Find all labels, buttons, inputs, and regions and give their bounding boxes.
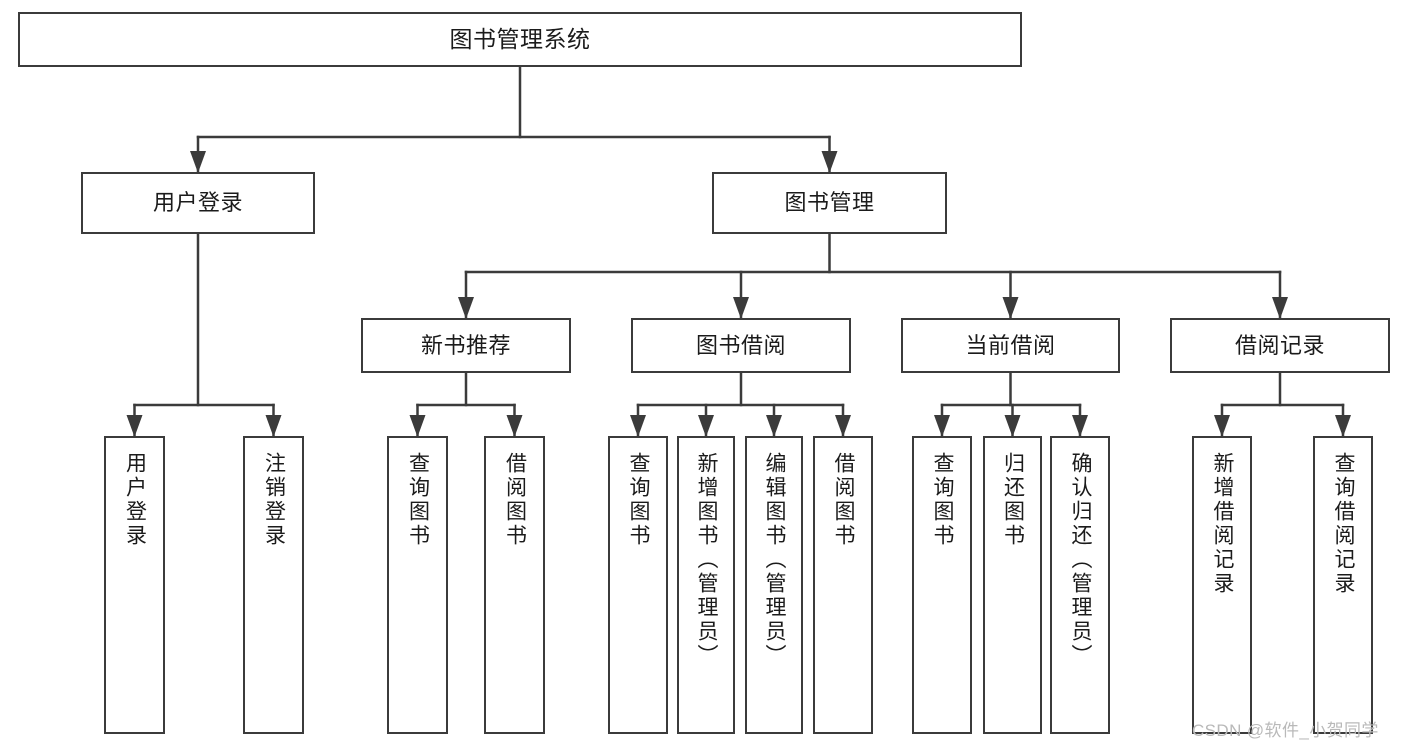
node-label: 借阅图书 (503, 452, 527, 548)
node-root[interactable]: 图书管理系统 (18, 12, 1022, 67)
arrowhead-icon (265, 415, 282, 437)
node-leaf-borrow-book-rec[interactable]: 借阅图书 (484, 436, 545, 734)
node-label: 用户登录 (123, 452, 147, 548)
node-leaf-user-login[interactable]: 用户登录 (104, 436, 165, 734)
arrowhead-icon (506, 415, 523, 437)
node-label: 新增借阅记录 (1211, 452, 1235, 596)
node-label: 新增图书（管理员） (695, 452, 719, 668)
arrowhead-icon (934, 415, 950, 437)
node-label: 查询图书 (627, 452, 651, 548)
arrowhead-icon (1004, 415, 1021, 437)
node-label: 当前借阅 (965, 332, 1056, 358)
node-label: 图书管理系统 (449, 25, 591, 52)
arrowhead-icon (1072, 415, 1088, 437)
node-label: 借阅图书 (832, 452, 856, 548)
arrowhead-icon (1335, 415, 1351, 437)
node-label: 确认归还（管理员） (1069, 452, 1093, 668)
node-leaf-borrow-book[interactable]: 借阅图书 (813, 436, 873, 734)
node-leaf-query-book-cur[interactable]: 查询图书 (912, 436, 972, 734)
node-leaf-query-book-borrow[interactable]: 查询图书 (608, 436, 668, 734)
node-current-borrow[interactable]: 当前借阅 (901, 318, 1120, 373)
node-book-borrow[interactable]: 图书借阅 (631, 318, 851, 373)
node-leaf-confirm-return[interactable]: 确认归还（管理员） (1050, 436, 1110, 734)
node-leaf-edit-book[interactable]: 编辑图书（管理员） (745, 436, 803, 734)
watermark-text: CSDN @软件_小贺同学 (1192, 721, 1379, 740)
arrowhead-icon (630, 415, 646, 437)
node-label: 归还图书 (1001, 452, 1025, 548)
arrowhead-icon (1272, 297, 1288, 319)
arrowhead-icon (458, 297, 474, 319)
arrowhead-icon (409, 415, 426, 437)
arrowhead-icon (766, 415, 782, 437)
node-book-manage[interactable]: 图书管理 (712, 172, 947, 234)
arrowhead-icon (698, 415, 714, 437)
node-leaf-user-logout[interactable]: 注销登录 (243, 436, 304, 734)
node-label: 图书管理 (784, 190, 875, 216)
node-leaf-add-record[interactable]: 新增借阅记录 (1192, 436, 1252, 734)
node-user-login[interactable]: 用户登录 (81, 172, 315, 234)
arrowhead-icon (1002, 297, 1019, 319)
arrowhead-icon (835, 415, 851, 437)
node-borrow-record[interactable]: 借阅记录 (1170, 318, 1390, 373)
arrowhead-icon (733, 297, 749, 319)
arrowhead-icon (1214, 415, 1230, 437)
arrowhead-icon (190, 151, 206, 173)
node-leaf-query-book-rec[interactable]: 查询图书 (387, 436, 448, 734)
node-label: 查询图书 (931, 452, 955, 548)
arrowhead-icon (126, 415, 143, 437)
node-leaf-return-book[interactable]: 归还图书 (983, 436, 1042, 734)
node-leaf-add-book[interactable]: 新增图书（管理员） (677, 436, 735, 734)
node-label: 借阅记录 (1234, 332, 1325, 358)
node-label: 用户登录 (152, 190, 243, 216)
node-label: 查询图书 (406, 452, 430, 548)
arrowhead-icon (821, 151, 838, 173)
node-label: 新书推荐 (420, 332, 511, 358)
node-new-book-rec[interactable]: 新书推荐 (361, 318, 571, 373)
node-label: 编辑图书（管理员） (763, 452, 787, 668)
node-label: 查询借阅记录 (1332, 452, 1356, 596)
node-leaf-query-record[interactable]: 查询借阅记录 (1313, 436, 1373, 734)
node-label: 注销登录 (262, 452, 286, 548)
node-label: 图书借阅 (695, 332, 786, 358)
